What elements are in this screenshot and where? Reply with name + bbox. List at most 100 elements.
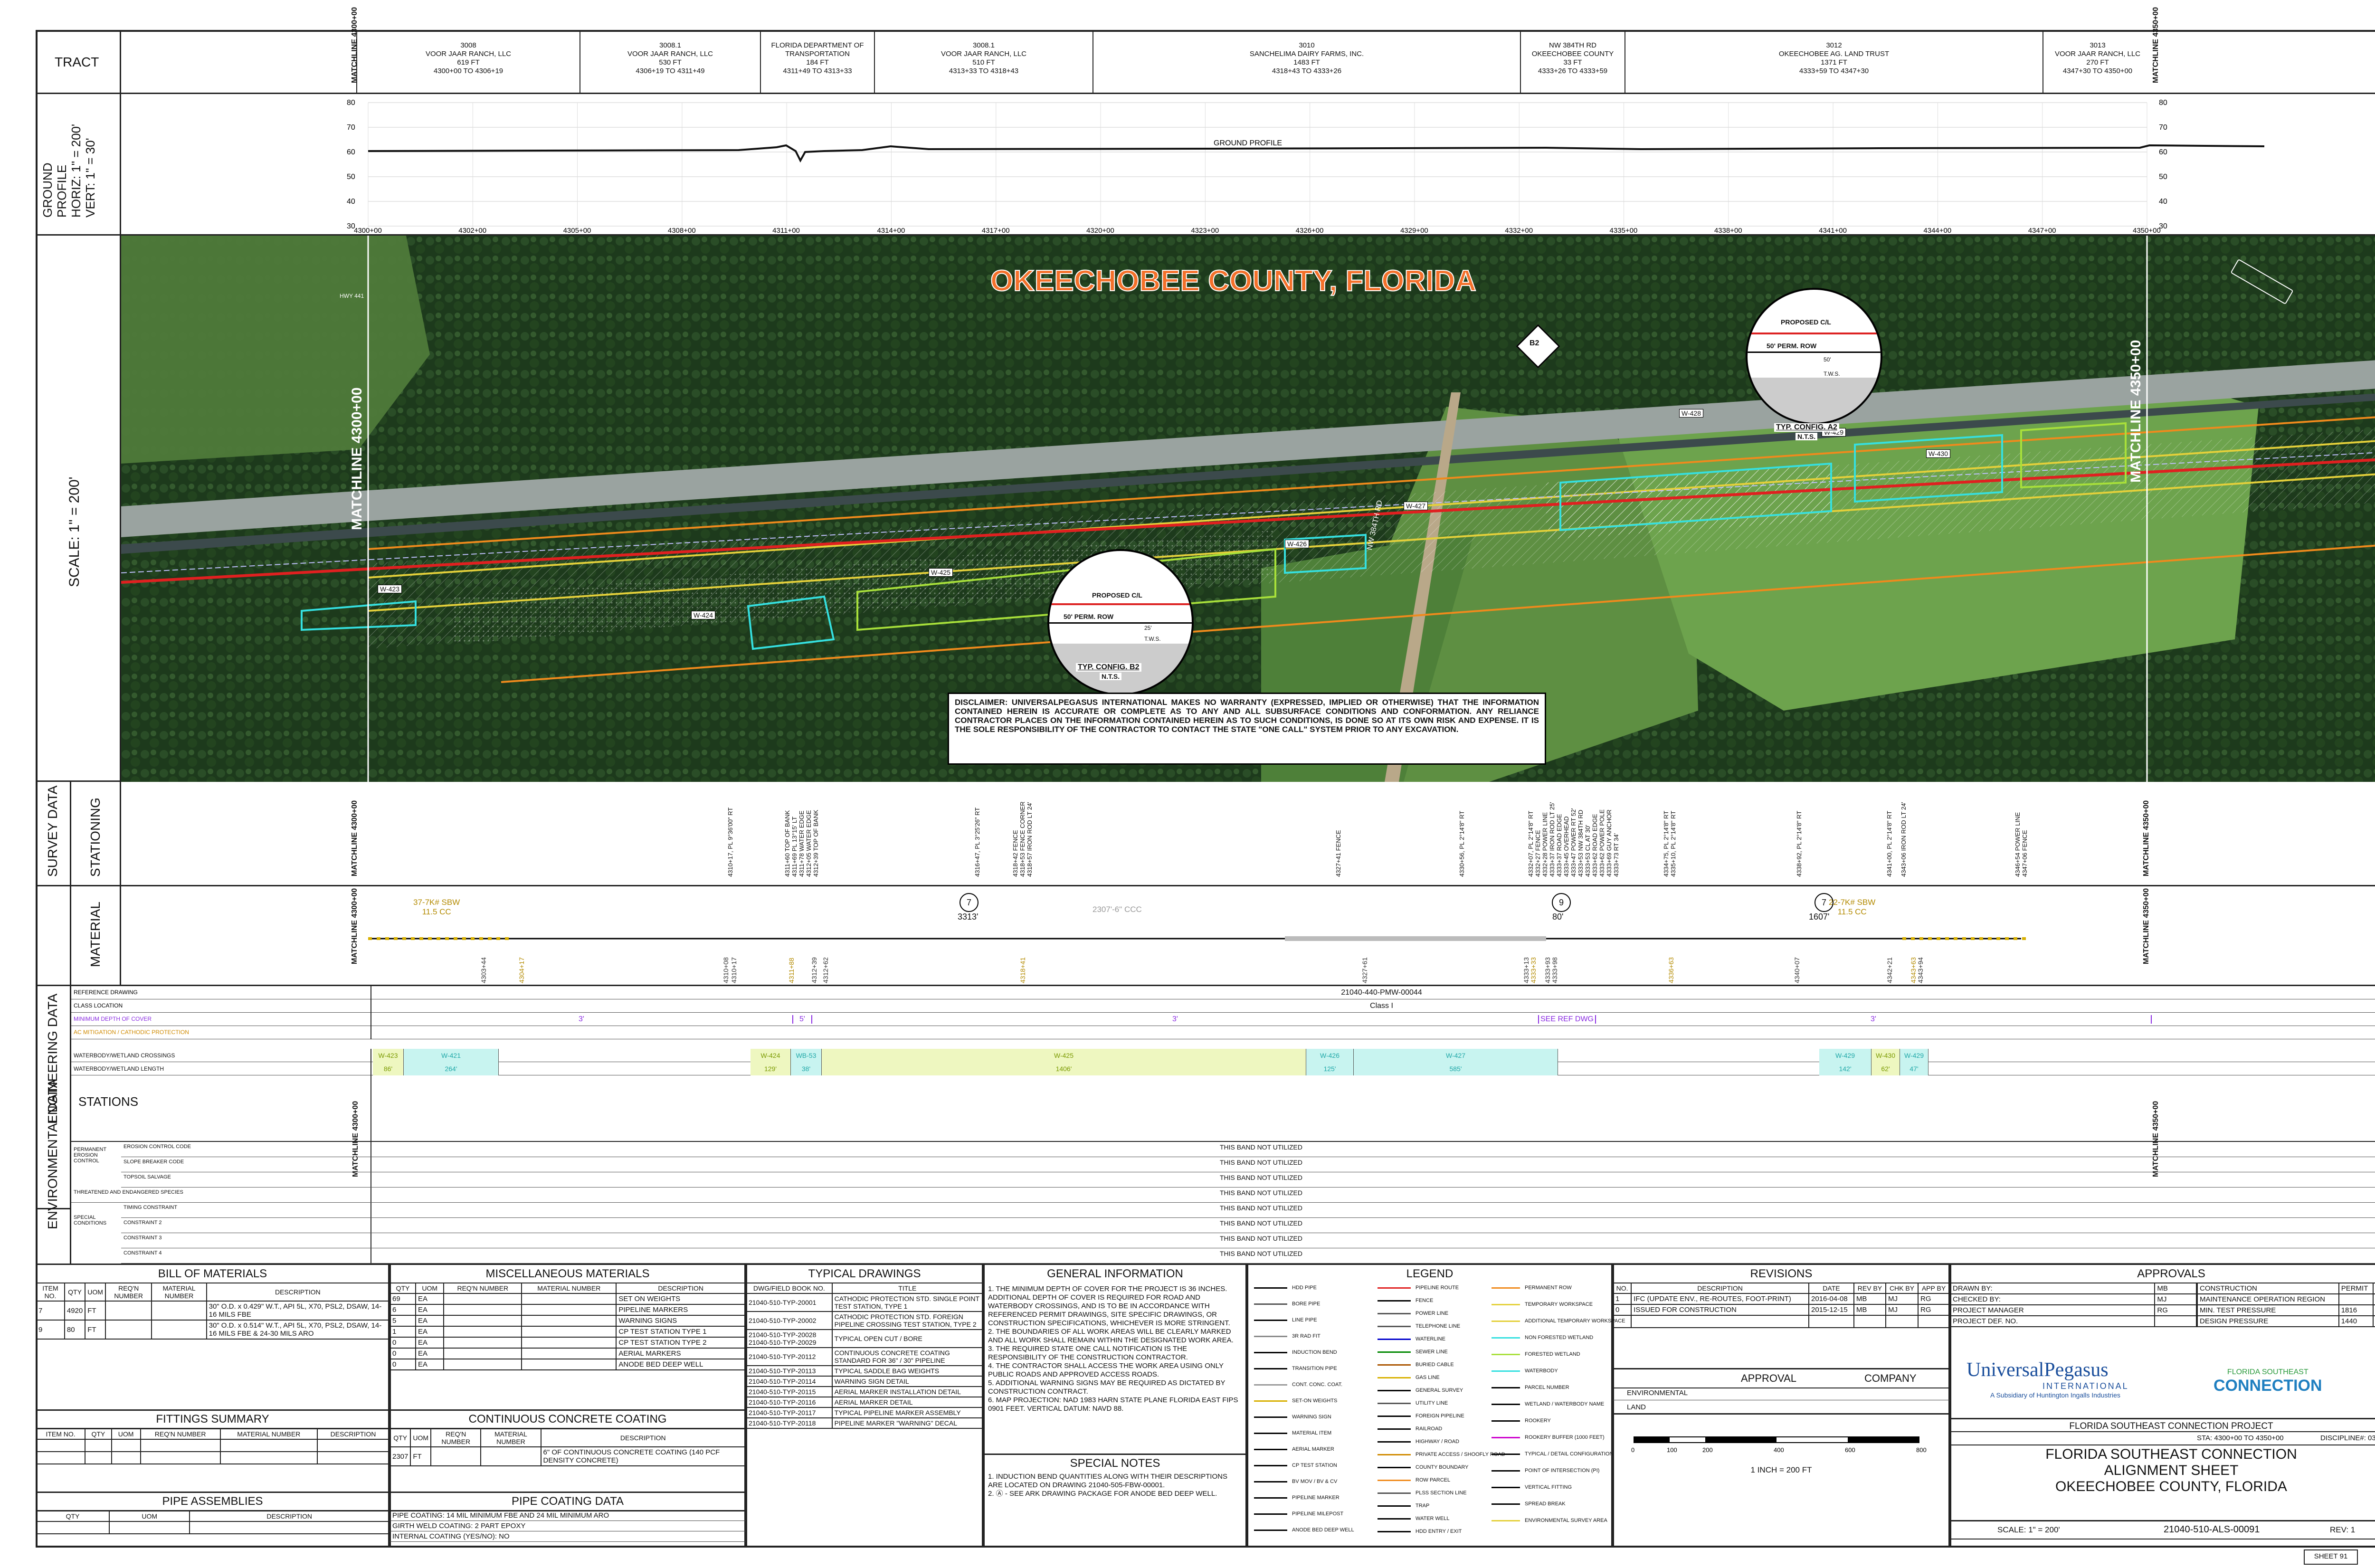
legend-symbol <box>1378 1454 1411 1455</box>
survey-station-text: 4330+56, PL 2°14'8" RT <box>1458 810 1465 877</box>
legend-label: ANODE BED DEEP WELL <box>1292 1527 1354 1533</box>
table-cell <box>85 1451 112 1464</box>
table-row <box>35 1451 390 1464</box>
tract-cell-owner: VOOR JAAR RANCH, LLC <box>2054 50 2141 58</box>
legend-item: BORE PIPE <box>1254 1301 1320 1307</box>
legend-symbol <box>1492 1453 1520 1455</box>
table-cell: ANODE BED DEEP WELL <box>616 1359 746 1370</box>
legend-label: ADDITIONAL TEMPORARY WORKSPACE <box>1525 1318 1625 1324</box>
survey-station-text: 4311+78 WATER EDGE <box>798 810 805 877</box>
table-cell: 69 <box>390 1293 416 1305</box>
general-item: 3. THE REQUIRED STATE ONE CALL NOTIFICAT… <box>988 1345 1188 1361</box>
legend-symbol <box>1378 1389 1411 1391</box>
info-row-label: REFERENCE DRAWING <box>74 989 138 996</box>
table-cell <box>1853 1315 1887 1328</box>
misc-title: MISCELLANEOUS MATERIALS <box>485 1267 650 1280</box>
legend-item: PIPELINE MILEPOST <box>1254 1511 1343 1517</box>
config-a2-nts: N.T.S. <box>1796 433 1818 440</box>
legend-label: GENERAL SURVEY <box>1416 1387 1463 1393</box>
pipe-assemblies-title: PIPE ASSEMBLIES <box>36 1492 390 1511</box>
table-cell <box>151 1301 207 1321</box>
env-sub-row-label: SLOPE BREAKER CODE <box>124 1159 184 1165</box>
table-cell <box>521 1326 617 1338</box>
general-items: 1. THE MINIMUM DEPTH OF COVER FOR THE PR… <box>988 1285 1242 1413</box>
env-sub-row-label: TOPSOIL SALVAGE <box>124 1174 171 1180</box>
min-cover-value: 3' <box>812 1015 1539 1024</box>
special-notes-title: SPECIAL NOTES <box>983 1454 1247 1470</box>
survey-station-text: 4346+54 POWER LINE <box>2014 812 2021 877</box>
legend-item: WETLAND / WATERBODY NAME <box>1492 1401 1604 1407</box>
scale-bar-tick: 200 <box>1702 1446 1713 1454</box>
bom-section <box>36 1264 390 1548</box>
legend-label: SPREAD BREAK <box>1525 1501 1566 1507</box>
env-sub-row <box>121 1248 2375 1264</box>
profile-station-tick: 4317+00 <box>982 227 1010 235</box>
legend-item: AERIAL MARKER <box>1254 1446 1334 1452</box>
legend-label: BURIED CABLE <box>1416 1362 1454 1368</box>
table-cell <box>443 1326 522 1338</box>
profile-station-tick: 4347+00 <box>2028 227 2056 235</box>
engineering-station-mark: 4343+63 <box>1910 957 1917 983</box>
table-cell: CP TEST STATION TYPE 2 <box>616 1337 746 1349</box>
engineering-station-mark: 4310+17 <box>730 957 738 983</box>
legend-item: ADDITIONAL TEMPORARY WORKSPACE <box>1492 1318 1625 1324</box>
legend-item: NON FORESTED WETLAND <box>1492 1335 1593 1340</box>
scale-bar-tick: 400 <box>1774 1446 1784 1454</box>
approval-cell: PSI <box>2373 1315 2375 1327</box>
table-cell <box>111 1451 141 1464</box>
band-not-utilized: THIS BAND NOT UTILIZED <box>1220 1250 1302 1257</box>
min-cover-value: SEE REF DWG <box>1539 1015 1596 1024</box>
approval-cell: PROJECT DEF. NO. <box>1949 1315 2156 1327</box>
general-item: 2. THE BOUNDARIES OF ALL WORK AREAS WILL… <box>988 1328 1234 1344</box>
engineering-station-mark: 4333+13 <box>1522 957 1530 983</box>
tract-cell-owner: VOOR JAAR RANCH, LLC <box>940 50 1027 58</box>
material-item-circle-3: 7 <box>1814 893 1834 912</box>
legend-symbol <box>1254 1448 1287 1450</box>
table-cell: 21040-510-TYP-20113 <box>746 1365 833 1377</box>
profile-y-tick: 40 <box>2159 198 2167 206</box>
legend-symbol <box>1492 1303 1520 1305</box>
tract-cell-length: 33 FT <box>1563 58 1582 67</box>
special-item: 2. Ⓐ - SEE ARK DRAWING PACKAGE FOR ANODE… <box>988 1490 1217 1498</box>
info-row-divider <box>370 1013 371 1026</box>
general-section <box>983 1264 1247 1548</box>
table-header: DESCRIPTION <box>1631 1283 1809 1294</box>
env-sub-row <box>121 1142 2375 1157</box>
table-row <box>36 1521 390 1534</box>
profile-station-tick: 4308+00 <box>668 227 696 235</box>
table-cell <box>219 1439 318 1452</box>
table-header: UOM <box>415 1283 445 1294</box>
legend-label: ROW PARCEL <box>1416 1477 1451 1483</box>
table-cell: 0 <box>390 1348 416 1359</box>
band-not-utilized: THIS BAND NOT UTILIZED <box>1220 1159 1302 1166</box>
table-header: REQ'N NUMBER <box>140 1428 221 1440</box>
survey-band <box>36 782 2375 886</box>
material-item-len-2: 80' <box>1552 912 1564 922</box>
env-sub-row <box>71 1188 2375 1203</box>
table-cell: 21040-510-TYP-20114 <box>746 1376 833 1387</box>
scale-bar-tick: 0 <box>1631 1446 1634 1454</box>
approval-cell: DRAWN BY: <box>1949 1283 2156 1294</box>
environmental-group-label: ENVIRONMENTAL DATA <box>45 1079 60 1229</box>
legend-label: HDD PIPE <box>1292 1285 1317 1291</box>
legend-symbol <box>1378 1325 1411 1327</box>
legend-label: BV MOV / BV & CV <box>1292 1479 1338 1484</box>
legend-symbol <box>1254 1464 1287 1466</box>
legend-symbol <box>1492 1436 1520 1438</box>
env-sub-row-label: THREATENED AND ENDANGERED SPECIES <box>74 1189 183 1195</box>
table-header: DATE <box>1808 1283 1854 1294</box>
legend-label: ENVIRONMENTAL SURVEY AREA <box>1525 1518 1607 1523</box>
material-label: MATERIAL <box>88 902 103 967</box>
env-sub-row <box>121 1157 2375 1172</box>
approval-cell: MJ <box>2154 1293 2197 1305</box>
legend-item: POINT OF INTERSECTION (PI) <box>1492 1468 1599 1473</box>
approvals-right-table: CONSTRUCTIONPERMITNO.MAINTENANCE OPERATI… <box>2197 1283 2375 1327</box>
legend-item: SPREAD BREAK <box>1492 1501 1566 1507</box>
env-sub-row-label: CONSTRAINT 2 <box>124 1220 162 1226</box>
wetland-crossing: W-430 <box>1872 1049 1900 1062</box>
